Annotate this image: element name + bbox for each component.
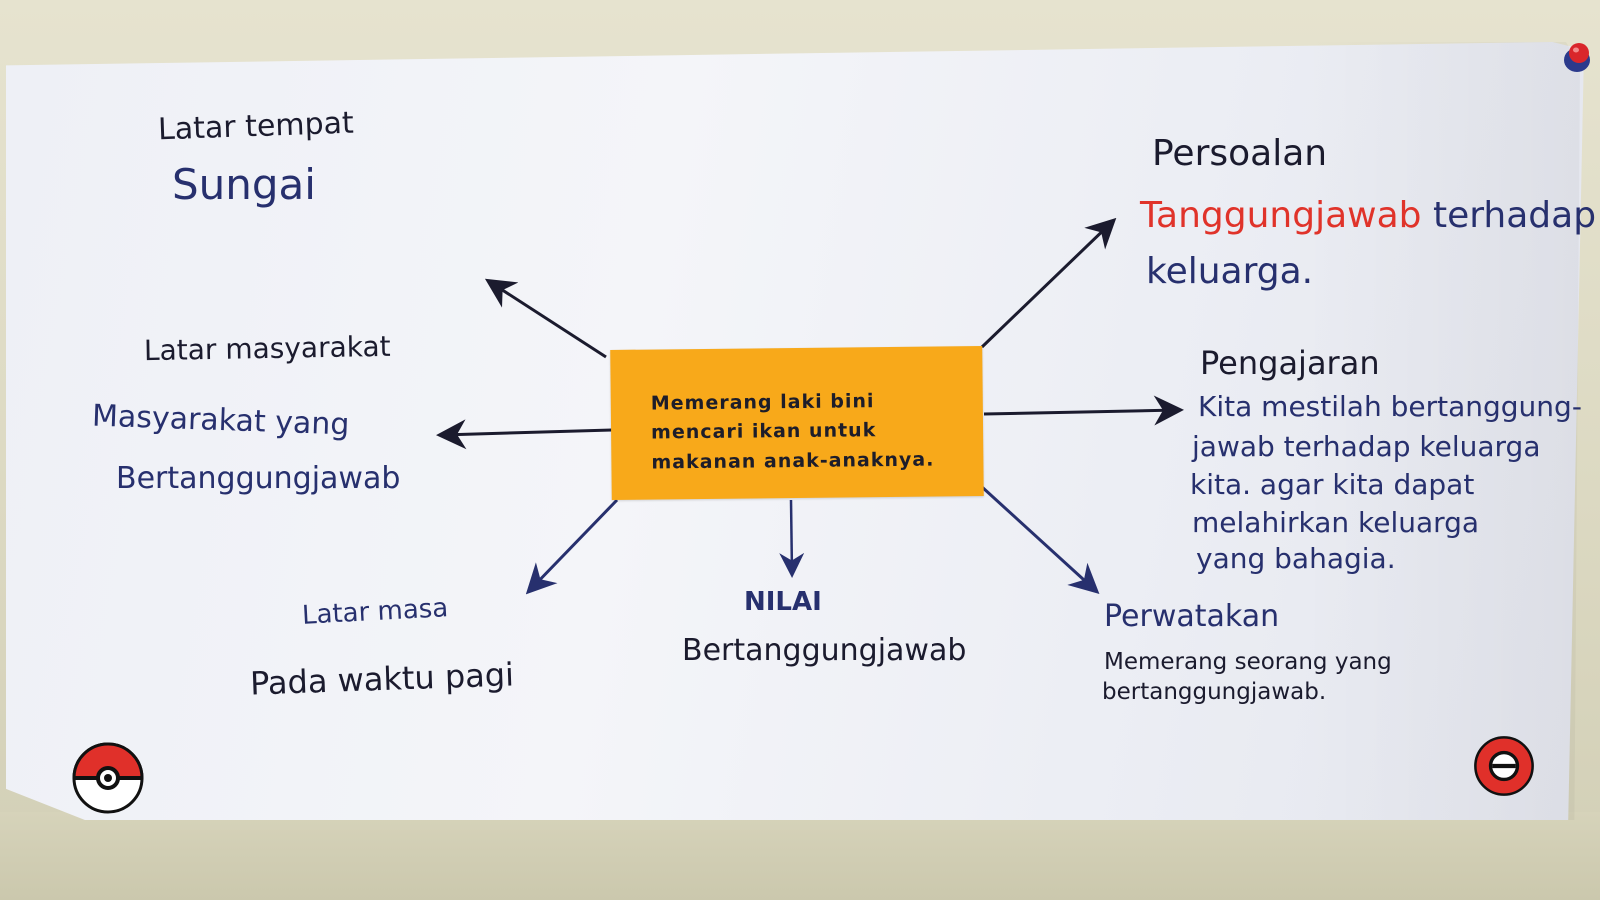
- arrow-to-persoalan: [980, 217, 1117, 349]
- persoalan-highlight: Tanggungjawab: [1140, 195, 1422, 236]
- persoalan-heading: Persoalan: [1152, 133, 1328, 174]
- persoalan-rest: terhadap: [1432, 195, 1597, 236]
- latar-masyarakat-heading: Latar masyarakat: [143, 329, 391, 368]
- arrow-to-nilai: [779, 499, 805, 578]
- persoalan-line-2: keluarga.: [1146, 251, 1314, 292]
- pengajaran-line: melahirkan keluarga: [1192, 506, 1480, 539]
- central-topic-line: makanan anak-anaknya.: [651, 448, 935, 474]
- wall-lower-section: [0, 812, 1600, 900]
- central-topic-text: Memerang laki bini mencari ikan untuk ma…: [651, 386, 970, 478]
- arrow-to-latar-masyarakat: [436, 419, 613, 450]
- pengajaran-heading: Pengajaran: [1200, 344, 1380, 382]
- perwatakan-line: bertanggungjawab.: [1102, 679, 1327, 705]
- pengajaran-line: kita. agar kita dapat: [1190, 468, 1475, 501]
- arrow-to-perwatakan: [980, 485, 1100, 595]
- arrow-to-latar-masa: [525, 498, 619, 595]
- nilai-heading: NILAI: [744, 587, 822, 617]
- arrow-to-pengajaran: [983, 395, 1184, 426]
- nilai-value: Bertanggungjawab: [682, 633, 967, 668]
- perwatakan-line: Memerang seorang yang: [1104, 649, 1392, 675]
- latar-tempat-heading: Latar tempat: [157, 105, 355, 148]
- arrow-to-latar-tempat: [484, 278, 607, 359]
- latar-masyarakat-line: Bertanggungjawab: [116, 461, 401, 496]
- pengajaran-line: Kita mestilah bertanggung-: [1198, 390, 1582, 423]
- pokeball-icon: [72, 742, 144, 814]
- perwatakan-heading: Perwatakan: [1104, 599, 1280, 634]
- pengajaran-line: yang bahagia.: [1196, 542, 1396, 575]
- latar-tempat-value: Sungai: [172, 160, 316, 209]
- pengajaran-line: jawab terhadap keluarga: [1192, 430, 1541, 463]
- central-topic-box: Memerang laki bini mencari ikan untuk ma…: [610, 346, 984, 500]
- pushpin-icon: [1564, 43, 1590, 72]
- persoalan-line-1: Tanggungjawab terhadap: [1140, 196, 1596, 236]
- central-topic-line: mencari ikan untuk: [650, 419, 877, 444]
- central-topic-line: Memerang laki bini: [650, 390, 875, 415]
- pokeball-icon: [1474, 736, 1534, 796]
